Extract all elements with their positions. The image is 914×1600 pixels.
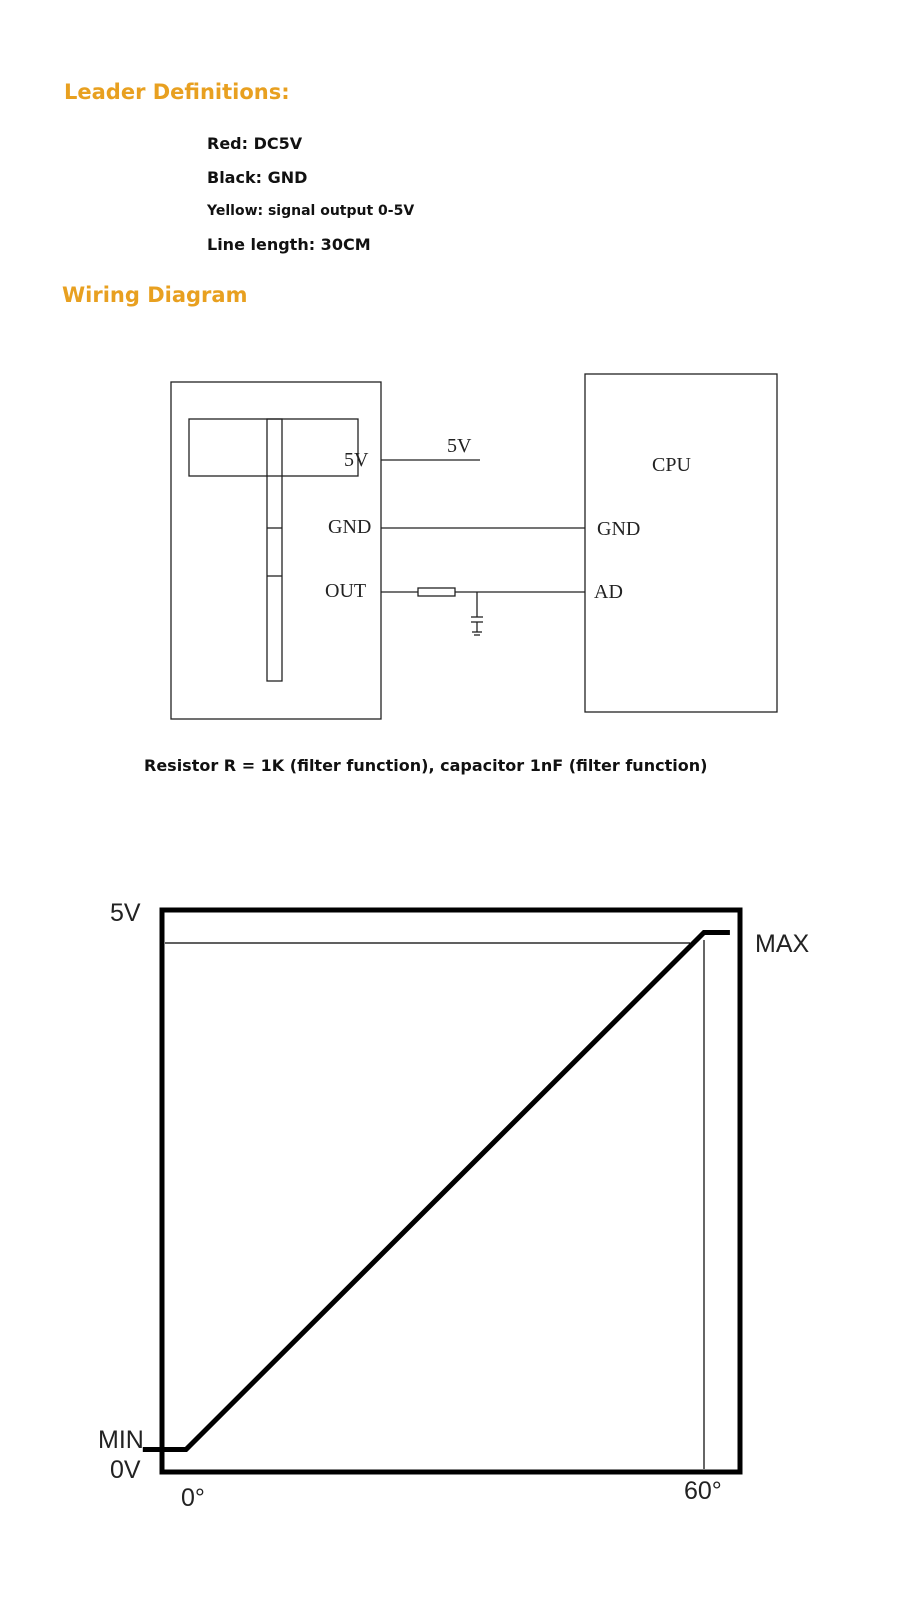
y-top-label: 5V (110, 899, 141, 927)
cpu-gnd-label: GND (597, 518, 640, 540)
definition-black: Black: GND (207, 168, 308, 187)
min-label: MIN (98, 1426, 144, 1454)
cpu-box (584, 373, 778, 713)
definition-yellow: Yellow: signal output 0-5V (207, 203, 415, 219)
x-end-label: 60° (684, 1477, 722, 1505)
y-bottom-label: 0V (110, 1456, 141, 1484)
sensor-element-shaft (266, 418, 283, 682)
wiring-diagram: 5V GND OUT 5V CPU GND AD (170, 373, 778, 720)
pin-gnd-label: GND (328, 516, 371, 538)
pin-out-label: OUT (325, 580, 366, 602)
cpu-ad-label: AD (594, 581, 623, 603)
filter-caption: Resistor R = 1K (filter function), capac… (144, 756, 708, 775)
definition-red: Red: DC5V (207, 134, 303, 153)
cpu-label: CPU (652, 454, 691, 476)
sensor-box (170, 381, 382, 720)
definition-line-length: Line length: 30CM (207, 235, 371, 254)
leader-definitions-heading: Leader Definitions: (64, 80, 290, 104)
wiring-diagram-heading: Wiring Diagram (62, 283, 248, 307)
max-label: MAX (755, 930, 810, 958)
pin-5v-label: 5V (344, 449, 369, 471)
supply-5v-label: 5V (447, 435, 472, 457)
x-start-label: 0° (181, 1484, 205, 1512)
chart-frame (159, 907, 743, 1475)
output-curve (142, 930, 730, 1452)
